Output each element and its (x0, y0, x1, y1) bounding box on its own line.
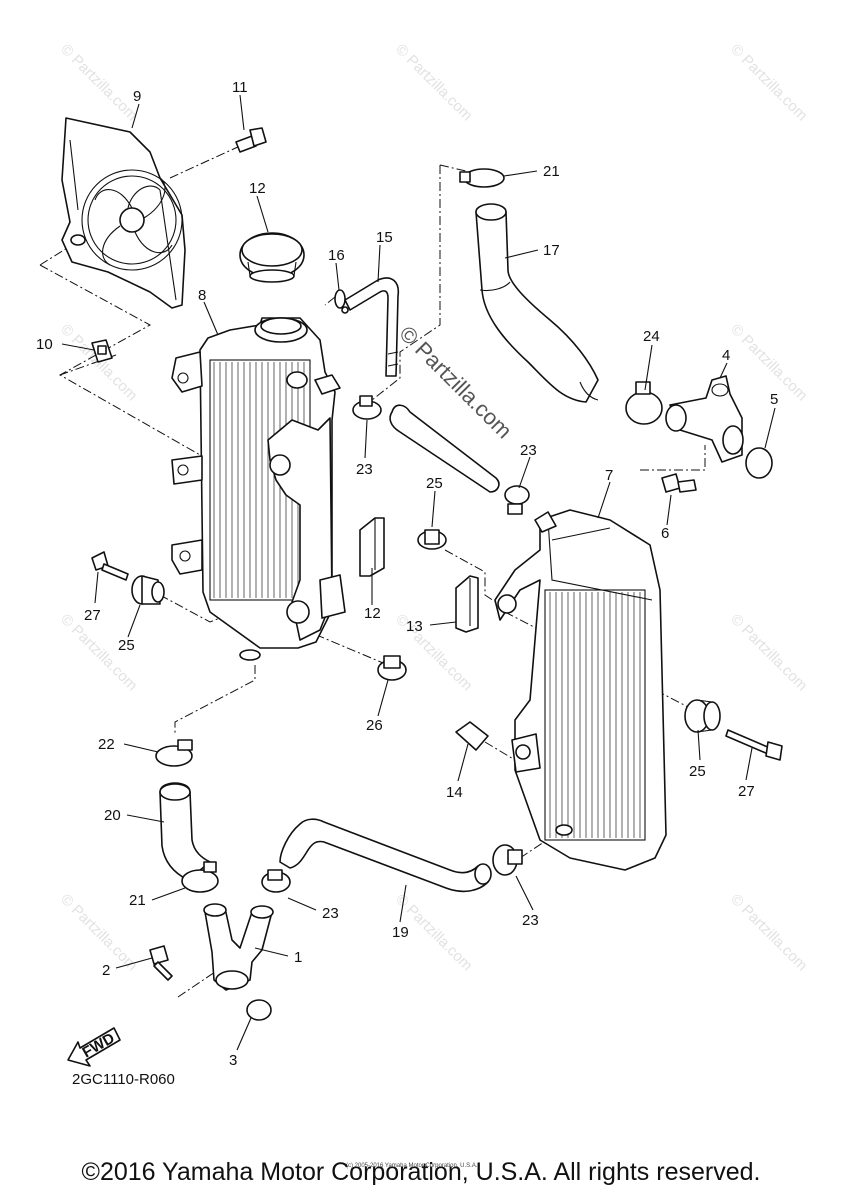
callout-13-right: 13 (406, 618, 423, 635)
connecting-hose[interactable] (389, 404, 500, 493)
callout-15: 15 (376, 229, 393, 246)
callout-2: 2 (102, 962, 110, 979)
watermark: © Partzilla.com (392, 41, 475, 124)
o-ring-5[interactable] (745, 447, 773, 479)
hose-clamp-21-bottom[interactable] (181, 861, 219, 893)
fan-assembly[interactable] (61, 117, 186, 309)
lower-hose-20[interactable] (159, 782, 211, 881)
drawing-number: 2GC1110-R060 (72, 1071, 175, 1088)
watermark: © Partzilla.com (727, 41, 810, 124)
callout-26-bottom: 26 (366, 717, 383, 734)
callout-20: 20 (104, 807, 121, 824)
radiator-cap[interactable] (239, 232, 305, 283)
copyright-notice: ©2016 Yamaha Motor Corporation, U.S.A. A… (81, 1158, 761, 1186)
o-ring-3[interactable] (246, 999, 272, 1021)
callout-3: 3 (229, 1052, 237, 1069)
watermark: © Partzilla.com (727, 611, 810, 694)
callout-11: 11 (232, 79, 248, 96)
damper-14[interactable] (455, 721, 489, 751)
callout-26-top: 25 (426, 475, 443, 492)
leader-lines (61, 94, 776, 1051)
overflow-hose[interactable] (344, 277, 400, 377)
hose-clamp-22[interactable] (155, 739, 193, 767)
callout-27-right: 27 (738, 783, 755, 800)
bolt-27-left[interactable] (91, 551, 129, 581)
callout-4: 4 (722, 347, 730, 364)
fwd-arrow-icon: FWD (67, 1027, 121, 1067)
damper-13-right[interactable] (455, 575, 479, 633)
callout-14: 14 (446, 784, 463, 801)
callout-25-right: 25 (689, 763, 706, 780)
damper-13-left[interactable] (359, 517, 385, 577)
bolt-2[interactable] (149, 945, 173, 981)
callout-1: 1 (294, 949, 302, 966)
callout-23-a: 23 (356, 461, 373, 478)
callout-19: 19 (392, 924, 409, 941)
callout-22: 22 (98, 736, 115, 753)
callout-24: 24 (643, 328, 660, 345)
water-pipe-fitting[interactable] (665, 375, 744, 463)
callout-21-bottom: 21 (129, 892, 146, 909)
bolt-27-right[interactable] (725, 729, 783, 761)
right-radiator[interactable] (494, 509, 667, 871)
bolt-11[interactable] (235, 127, 267, 153)
callout-6: 6 (661, 525, 669, 542)
grommet-26-lower[interactable] (377, 655, 407, 681)
rubber-25-right[interactable] (684, 699, 721, 733)
callout-16: 16 (328, 247, 345, 264)
hose-clamp-21-top[interactable] (459, 168, 505, 188)
callout-13-left: 12 (364, 605, 381, 622)
hose-clamp-23-b[interactable] (504, 485, 530, 515)
left-radiator[interactable] (171, 317, 346, 661)
hose-clamp-24[interactable] (625, 381, 663, 425)
hose-clamp-23-a[interactable] (352, 395, 382, 420)
callout-27-left: 27 (84, 607, 101, 624)
watermark: © Partzilla.com (727, 891, 810, 974)
hose-clip[interactable] (334, 289, 349, 314)
clip-nut[interactable] (91, 339, 113, 363)
callout-12: 12 (249, 180, 266, 197)
callout-25-left: 25 (118, 637, 135, 654)
bolt-6[interactable] (661, 473, 697, 493)
callout-21-top: 21 (543, 163, 560, 180)
callout-23-d: 23 (522, 912, 539, 929)
hose-clamp-23-c[interactable] (261, 869, 291, 893)
callout-9: 9 (133, 88, 141, 105)
grommet-26-upper[interactable] (417, 529, 447, 550)
callout-23-b: 23 (520, 442, 537, 459)
callout-23-c: 23 (322, 905, 339, 922)
watermark: © Partzilla.com (727, 321, 810, 404)
callout-17: 17 (543, 242, 560, 259)
right-radiator-fins (549, 592, 641, 838)
water-pipe-1[interactable] (203, 903, 274, 991)
watermark: © Partzilla.com (57, 41, 140, 124)
callout-labels: 9 11 12 15 16 8 10 21 17 24 4 5 6 7 23 2… (36, 79, 778, 1069)
upper-hose[interactable] (475, 203, 599, 403)
callout-8: 8 (198, 287, 206, 304)
callout-10: 10 (36, 336, 53, 353)
callout-5: 5 (770, 391, 778, 408)
callout-7: 7 (605, 467, 613, 484)
small-copyright: (c) 2005-2016 Yamaha Motor Corporation, … (346, 1163, 478, 1169)
lower-hose-19[interactable] (279, 818, 492, 893)
hose-clamp-23-d[interactable] (492, 844, 523, 876)
rubber-25-left[interactable] (131, 575, 165, 605)
